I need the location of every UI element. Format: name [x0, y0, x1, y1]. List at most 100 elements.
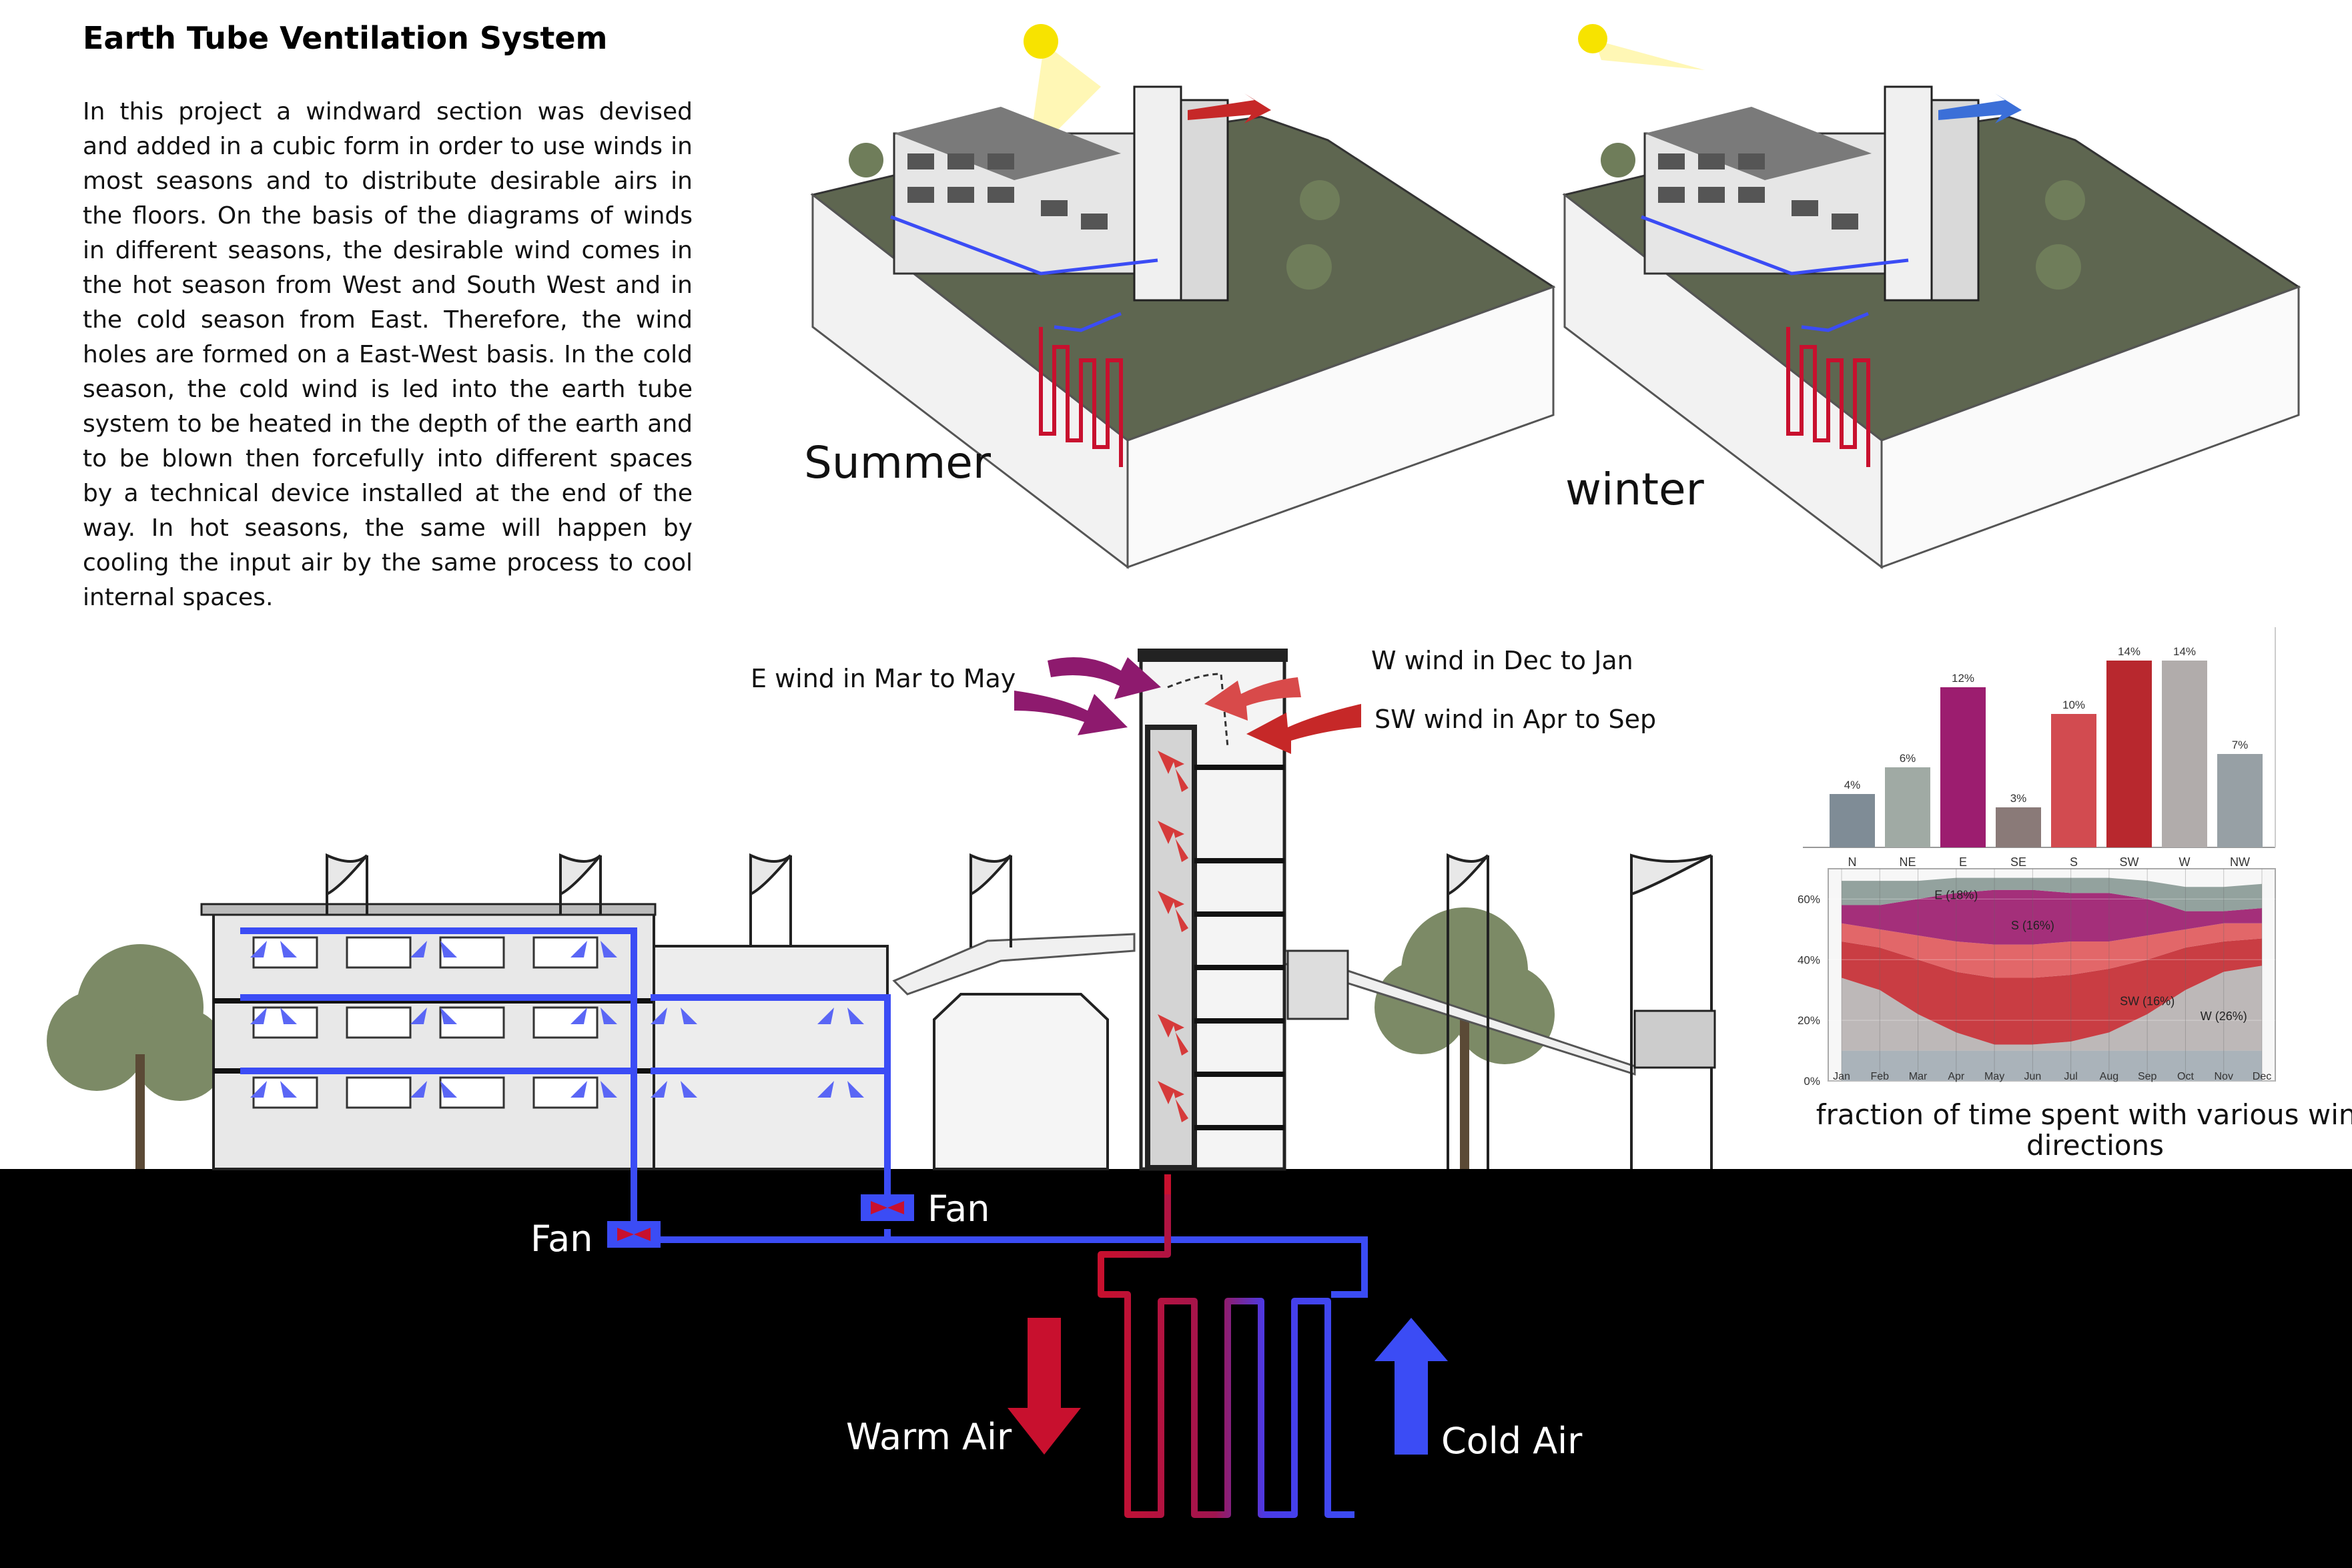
x-tick-label: Feb — [1870, 1071, 1889, 1082]
summer-diagram — [810, 24, 1556, 570]
roof-canopies — [326, 853, 1713, 1169]
x-tick-label: Nov — [2215, 1071, 2233, 1082]
bar-se — [1996, 807, 2041, 847]
summer-tree — [849, 143, 883, 177]
page-title: Earth Tube Ventilation System — [83, 20, 608, 56]
area-layer-sw — [1842, 938, 2262, 1045]
bar-value-label: 4% — [1844, 779, 1861, 791]
winter-label: winter — [1565, 464, 1704, 515]
bar-value-label: 14% — [2173, 645, 2196, 658]
bar-s — [2051, 714, 2096, 847]
y-tick-label: 0% — [1804, 1075, 1820, 1088]
summer-wind-arrow — [1188, 93, 1271, 123]
tower-down-arrows — [1158, 751, 1188, 1122]
bar-category-label: SW — [2120, 855, 2139, 869]
winter-tower — [1884, 85, 1933, 302]
x-tick-label: Apr — [1948, 1071, 1965, 1082]
cold-air-label: Cold Air — [1441, 1420, 1583, 1462]
fan-icon-right — [861, 1194, 914, 1221]
west-wind-arrow — [1204, 677, 1301, 721]
x-tick-label: Aug — [2100, 1071, 2118, 1082]
east-wind-arrow-upper — [1048, 657, 1161, 699]
fan-icon-left — [607, 1221, 661, 1248]
x-tick-label: Oct — [2177, 1071, 2194, 1082]
bar-value-label: 7% — [2232, 739, 2249, 751]
winter-duct-cold — [1641, 215, 1909, 276]
bar-n — [1830, 794, 1875, 847]
bar-value-label: 6% — [1900, 752, 1916, 765]
bar-value-label: 10% — [2062, 699, 2085, 711]
bar-category-label: E — [1959, 855, 1967, 869]
y-tick-label: 40% — [1798, 953, 1820, 966]
summer-tower — [1133, 85, 1182, 302]
summer-label: Summer — [804, 437, 992, 488]
x-tick-label: Jul — [2064, 1071, 2077, 1082]
southwest-wind-arrow — [1246, 704, 1361, 754]
bar-value-label: 3% — [2010, 792, 2027, 805]
west-wind-label: W wind in Dec to Jan — [1371, 646, 1633, 675]
warm-air-label: Warm Air — [846, 1416, 1012, 1458]
winter-building-windows — [1658, 153, 1858, 230]
fan-left-label: Fan — [530, 1218, 593, 1260]
bar-e — [1940, 687, 1986, 847]
winter-ground-side — [1880, 285, 2300, 569]
east-wind-label: E wind in Mar to May — [751, 664, 1016, 693]
bar-w — [2162, 661, 2207, 847]
bar-value-label: 12% — [1952, 672, 1974, 685]
season-illustrations — [810, 24, 2301, 570]
area-annotation: SW (16%) — [2120, 994, 2175, 1008]
x-tick-label: Dec — [2253, 1071, 2271, 1082]
area-layer-n — [1842, 1050, 2262, 1081]
sun-icon — [1578, 24, 1607, 53]
wind-tower-floors — [1194, 858, 1284, 1130]
sun-icon — [1024, 24, 1058, 59]
supply-ducts — [240, 927, 1368, 1298]
bar-category-label: NE — [1899, 855, 1916, 869]
summer-earth-tube — [1039, 327, 1123, 467]
warm-air-arrow — [1008, 1318, 1081, 1455]
x-tick-label: Sep — [2138, 1071, 2157, 1082]
ground — [0, 1169, 2352, 1568]
area-annotation: W (26%) — [2201, 1010, 2247, 1023]
bar-category-label: S — [2070, 855, 2078, 869]
bar-category-label: W — [2179, 855, 2191, 869]
bar-ne — [1885, 767, 1930, 847]
earth-tube — [1098, 1188, 1354, 1518]
area-annotation: E (18%) — [1934, 888, 1978, 901]
x-tick-label: Jan — [1833, 1071, 1850, 1082]
y-tick-label: 60% — [1798, 893, 1820, 905]
winter-diagram — [1562, 24, 2301, 570]
summer-building-windows — [907, 153, 1108, 230]
fan-right-label: Fan — [927, 1188, 990, 1230]
bar-nw — [2217, 754, 2263, 847]
tree-left — [47, 944, 227, 1169]
area-annotation: S (16%) — [2011, 919, 2054, 932]
bar-category-label: N — [1848, 855, 1857, 869]
diffuser-arrows — [250, 941, 864, 1098]
summer-duct-cold — [890, 215, 1158, 276]
building-block-mid — [653, 945, 889, 1170]
summer-ground-side — [1126, 285, 1555, 569]
bar-category-label: SE — [2010, 855, 2026, 869]
area-layer-e — [1842, 889, 2262, 945]
bar-category-label: NW — [2230, 855, 2250, 869]
winter-wind-arrow — [1938, 93, 2022, 123]
winter-earth-tube — [1786, 327, 1870, 467]
east-wind-arrow-lower — [1014, 691, 1128, 735]
courtyard-roof — [933, 993, 1109, 1170]
winter-tree — [1601, 143, 1635, 177]
x-tick-label: Mar — [1909, 1071, 1928, 1082]
intro-paragraph: In this project a windward section was d… — [83, 98, 693, 611]
bar-sw — [2106, 661, 2152, 847]
area-layer-ne — [1842, 877, 2262, 911]
southwest-wind-label: SW wind in Apr to Sep — [1375, 705, 1657, 734]
winter-sun-rays — [1595, 40, 1705, 70]
x-tick-label: May — [1984, 1071, 2004, 1082]
y-tick-label: 20% — [1798, 1014, 1820, 1027]
chart-caption: fraction of time spent with various wind… — [1816, 1098, 2352, 1162]
cold-air-arrow — [1375, 1318, 1448, 1455]
area-layer-w — [1842, 965, 2262, 1051]
